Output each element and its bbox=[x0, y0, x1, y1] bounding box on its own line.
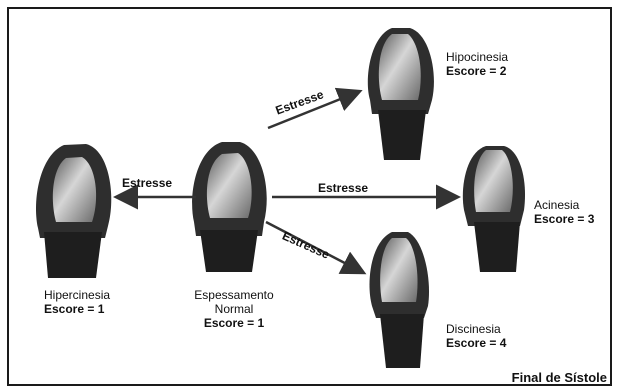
label-normal-name-1: Espessamento bbox=[186, 288, 282, 302]
label-acinesia-score: Escore = 3 bbox=[534, 212, 594, 226]
ventricle-normal bbox=[192, 142, 267, 272]
label-discinesia-name: Discinesia bbox=[446, 322, 506, 336]
label-normal-score: Escore = 1 bbox=[186, 316, 282, 330]
label-acinesia: Acinesia Escore = 3 bbox=[534, 198, 594, 226]
label-hipocinesia-score: Escore = 2 bbox=[446, 64, 508, 78]
caption-final-de-sistole: Final de Sístole bbox=[512, 370, 607, 385]
label-hipercinesia-score: Escore = 1 bbox=[44, 302, 110, 316]
label-discinesia: Discinesia Escore = 4 bbox=[446, 322, 506, 350]
label-hipocinesia: Hipocinesia Escore = 2 bbox=[446, 50, 508, 78]
label-normal-name-2: Normal bbox=[186, 302, 282, 316]
ventricle-discinesia bbox=[369, 232, 429, 368]
arrow-label-acinesia: Estresse bbox=[318, 181, 368, 195]
ventricle-hypercinesia bbox=[36, 144, 111, 278]
label-normal: Espessamento Normal Escore = 1 bbox=[186, 288, 282, 330]
label-acinesia-name: Acinesia bbox=[534, 198, 594, 212]
ventricle-hypocinesia bbox=[368, 28, 434, 160]
ventricle-acinesia bbox=[463, 146, 525, 272]
label-hipocinesia-name: Hipocinesia bbox=[446, 50, 508, 64]
label-discinesia-score: Escore = 4 bbox=[446, 336, 506, 350]
label-hipercinesia: Hipercinesia Escore = 1 bbox=[44, 288, 110, 316]
label-hipercinesia-name: Hipercinesia bbox=[44, 288, 110, 302]
arrow-label-hypercinesia: Estresse bbox=[122, 176, 172, 190]
